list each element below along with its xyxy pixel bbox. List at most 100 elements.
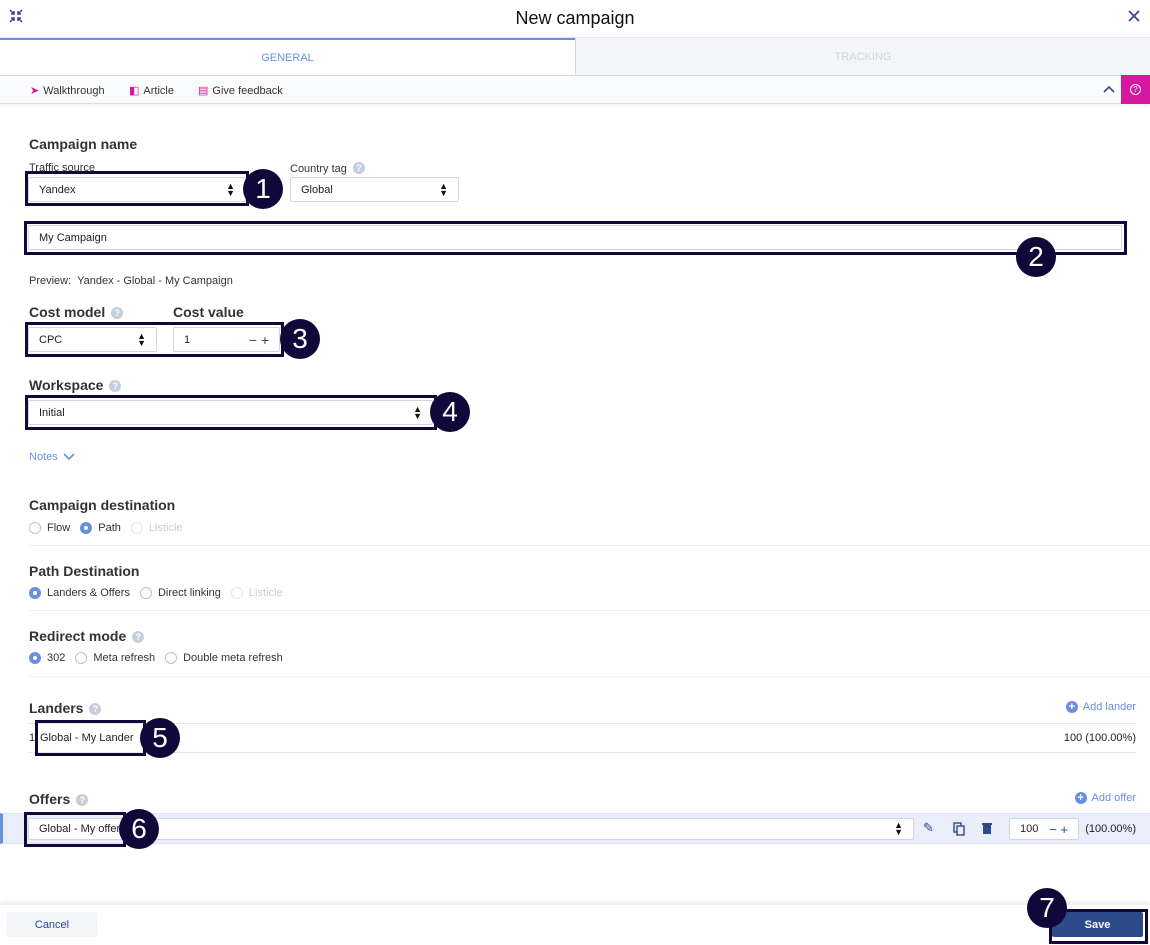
- help-circle-icon[interactable]: ?: [76, 794, 89, 806]
- minus-icon[interactable]: −: [1049, 821, 1057, 837]
- article-link[interactable]: ◧Article: [129, 84, 174, 98]
- radio-double-meta-refresh[interactable]: Double meta refresh: [165, 652, 283, 664]
- offer-select[interactable]: Global - My offer▲▼: [28, 818, 914, 840]
- offers-label: Offers: [29, 791, 71, 807]
- destination-radio-group: Flow Path Listicle: [29, 522, 183, 534]
- sort-arrows-icon: ▲▼: [137, 330, 146, 348]
- lander-row[interactable]: 1 Global - My Lander 100 (100.00%): [29, 723, 1136, 753]
- cost-model-value: CPC: [39, 333, 63, 346]
- help-circle-icon[interactable]: ?: [132, 631, 145, 643]
- radio-circle[interactable]: [165, 652, 178, 664]
- offer-name: Global - My offer: [39, 823, 121, 835]
- traffic-source-label: Traffic source: [29, 162, 96, 174]
- plus-icon[interactable]: +: [1060, 821, 1068, 837]
- annotation-marker: 4: [430, 392, 470, 432]
- radio-label: Landers & Offers: [47, 587, 130, 599]
- help-circle-icon[interactable]: ?: [111, 307, 124, 319]
- trash-icon[interactable]: [982, 822, 992, 834]
- lander-index: 1: [29, 732, 36, 744]
- feedback-link[interactable]: ▤Give feedback: [198, 84, 283, 98]
- chevron-down-icon: [63, 453, 75, 461]
- lander-name: Global - My Lander: [40, 732, 134, 744]
- notes-toggle[interactable]: Notes: [29, 451, 75, 463]
- campaign-name-input[interactable]: My Campaign: [28, 225, 1122, 250]
- book-icon: ◧: [129, 85, 140, 97]
- tab-tracking[interactable]: TRACKING: [575, 38, 1150, 76]
- radio-direct-linking[interactable]: Direct linking: [139, 587, 221, 599]
- radio-listicle: Listicle: [230, 587, 283, 599]
- radio-circle[interactable]: [75, 652, 88, 664]
- add-offer-label: Add offer: [1091, 792, 1136, 804]
- radio-circle[interactable]: [29, 522, 41, 534]
- add-lander-button[interactable]: +Add lander: [1065, 701, 1136, 713]
- help-circle-icon[interactable]: ?: [352, 162, 365, 174]
- preview-value: Yandex - Global - My Campaign: [77, 275, 233, 287]
- offer-weight: 100: [1020, 823, 1039, 835]
- close-icon[interactable]: [1128, 10, 1140, 22]
- workspace-select[interactable]: Initial▲▼: [28, 400, 433, 425]
- redirect-heading: Redirect mode?: [29, 628, 145, 644]
- workspace-heading: Workspace?: [29, 377, 122, 393]
- radio-flow[interactable]: Flow: [29, 522, 70, 534]
- radio-label: Listicle: [248, 587, 283, 599]
- help-circle-icon[interactable]: ?: [109, 380, 122, 392]
- sort-arrows-icon: ▲▼: [226, 180, 235, 198]
- path-destination-heading: Path Destination: [29, 563, 140, 579]
- redirect-label: Redirect mode: [29, 628, 127, 644]
- add-lander-label: Add lander: [1082, 701, 1136, 713]
- radio-meta-refresh[interactable]: Meta refresh: [75, 652, 155, 664]
- landers-heading: Landers?: [29, 700, 102, 716]
- cost-value-heading: Cost value: [173, 304, 244, 320]
- offer-weight-stepper[interactable]: 100− +: [1009, 818, 1079, 840]
- article-label: Article: [143, 84, 174, 97]
- radio-circle[interactable]: [139, 587, 152, 599]
- radio-label: Path: [98, 522, 121, 534]
- minus-icon[interactable]: −: [248, 331, 257, 348]
- cost-value-stepper[interactable]: 1− +: [173, 327, 280, 352]
- radio-circle[interactable]: [29, 652, 41, 664]
- walkthrough-link[interactable]: ➤Walkthrough: [30, 84, 105, 98]
- modal-header: New campaign: [0, 0, 1150, 38]
- radio-circle[interactable]: [80, 522, 93, 534]
- compress-icon[interactable]: [9, 9, 23, 23]
- feedback-label: Give feedback: [212, 84, 283, 97]
- tab-general[interactable]: GENERAL: [0, 38, 575, 76]
- offers-heading: Offers?: [29, 791, 89, 807]
- cost-model-select[interactable]: CPC ▲▼: [28, 327, 157, 352]
- radio-landers-offers[interactable]: Landers & Offers: [29, 587, 130, 599]
- radio-path[interactable]: Path: [80, 522, 121, 534]
- radio-circle: [230, 587, 243, 599]
- copy-icon[interactable]: [953, 822, 965, 836]
- pencil-icon[interactable]: ✎: [923, 820, 934, 835]
- radio-label: Double meta refresh: [183, 652, 283, 664]
- offer-row: Global - My offer▲▼ ✎ 100− + (100.00%): [0, 813, 1150, 844]
- help-button[interactable]: ?: [1121, 75, 1150, 104]
- country-tag-label: Country tag?: [290, 162, 365, 175]
- campaign-name-heading: Campaign name: [29, 136, 138, 152]
- destination-heading: Campaign destination: [29, 497, 176, 513]
- offer-percent: (100.00%): [1085, 823, 1136, 835]
- notes-label: Notes: [29, 451, 58, 463]
- save-button[interactable]: Save: [1052, 912, 1143, 937]
- landers-label: Landers: [29, 700, 84, 716]
- help-toolbar: ➤Walkthrough ◧Article ▤Give feedback ?: [0, 75, 1150, 104]
- radio-label: Meta refresh: [93, 652, 156, 664]
- plus-icon[interactable]: +: [260, 331, 269, 348]
- cost-model-heading: Cost model?: [29, 304, 124, 320]
- path-destination-radio-group: Landers & Offers Direct linking Listicle: [29, 587, 283, 599]
- cancel-button[interactable]: Cancel: [7, 912, 97, 937]
- help-circle-icon[interactable]: ?: [89, 703, 102, 715]
- preview-text: Preview: Yandex - Global - My Campaign: [29, 275, 233, 287]
- add-offer-button[interactable]: +Add offer: [1074, 792, 1136, 804]
- divider: [29, 610, 1150, 611]
- annotation-marker: 1: [243, 169, 283, 209]
- country-tag-value: Global: [301, 183, 333, 196]
- country-tag-select[interactable]: Global▲▼: [290, 177, 459, 202]
- annotation-marker: 5: [140, 718, 180, 758]
- chevron-up-icon[interactable]: [1103, 85, 1115, 93]
- workspace-label: Workspace: [29, 377, 104, 393]
- radio-circle[interactable]: [29, 587, 41, 599]
- traffic-source-select[interactable]: Yandex▲▼: [28, 177, 246, 202]
- radio-302[interactable]: 302: [29, 652, 65, 664]
- radio-label: Flow: [47, 522, 71, 534]
